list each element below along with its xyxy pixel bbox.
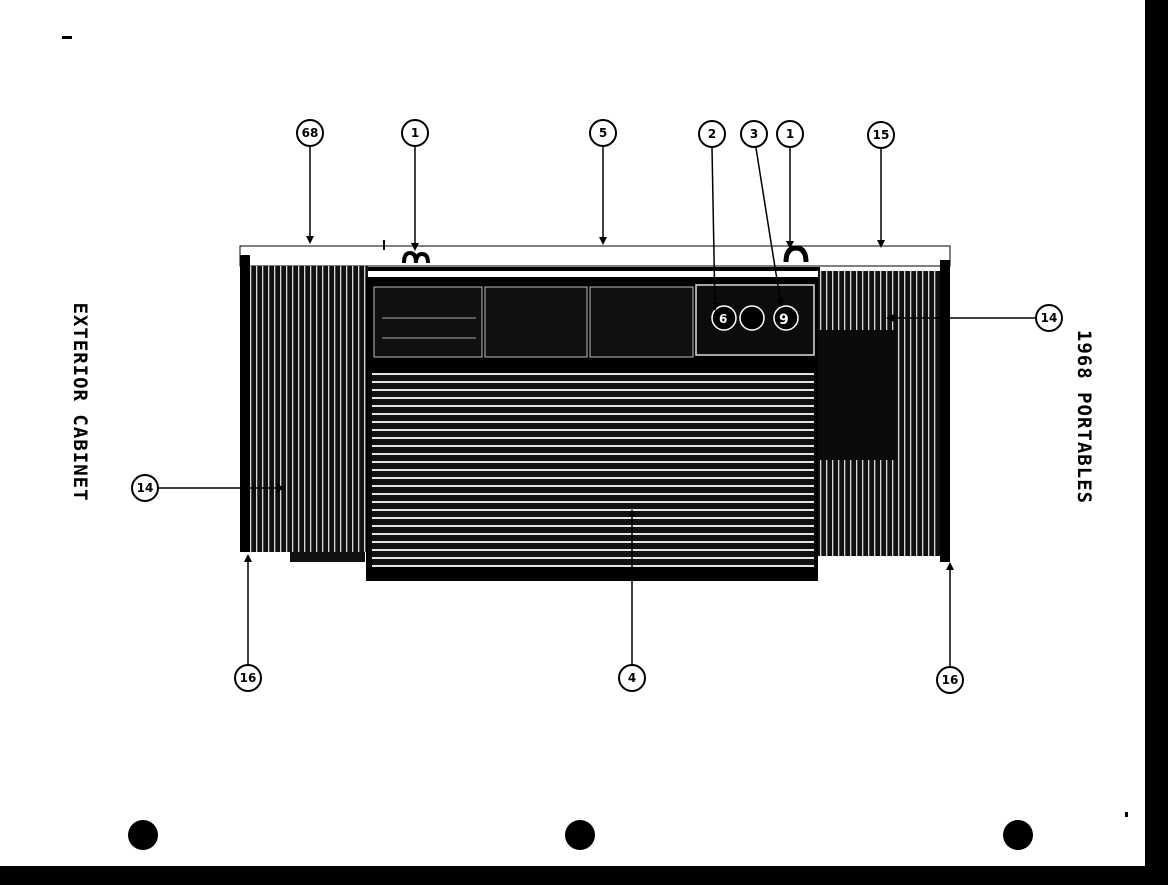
knob-mark: 6 — [719, 312, 727, 326]
control-knob-right — [773, 305, 799, 331]
grille-bottom-band — [372, 567, 818, 579]
callout-14-right: 14 — [1035, 304, 1063, 332]
right-panel-flange — [940, 260, 950, 562]
leader-lines — [159, 147, 1035, 666]
callout-label: 3 — [750, 127, 758, 141]
left-panel-step — [290, 552, 365, 562]
callout-14-left: 14 — [131, 474, 159, 502]
leader-2 — [710, 147, 719, 311]
upper-panel-middle — [484, 286, 588, 358]
callout-label: 1 — [411, 126, 419, 140]
binder-hole-left — [128, 820, 158, 850]
front-grille — [372, 373, 814, 567]
drawing-sheet: EXTERIOR CABINET 1968 PORTABLES — [0, 0, 1145, 866]
callout-label: 4 — [628, 671, 636, 685]
callout-16-right: 16 — [936, 666, 964, 694]
cabinet-diagram: 6 9 68 1 — [131, 119, 1063, 694]
left-panel-flange — [240, 255, 250, 552]
callout-1-left: 1 — [401, 119, 429, 147]
handle-left — [402, 250, 430, 264]
corner-dash — [62, 36, 72, 39]
callout-label: 16 — [942, 673, 959, 687]
left-louver-panel — [250, 266, 368, 552]
callout-5: 5 — [589, 119, 617, 147]
callout-label: 68 — [302, 126, 319, 140]
callout-4: 4 — [618, 664, 646, 692]
callout-label: 14 — [137, 481, 154, 495]
callout-label: 5 — [599, 126, 607, 140]
callout-68: 68 — [296, 119, 324, 147]
upper-panel-left — [373, 286, 483, 358]
callout-label: 15 — [873, 128, 890, 142]
callout-label: 2 — [708, 127, 716, 141]
callout-16-left: 16 — [234, 664, 262, 692]
handle-right — [783, 245, 809, 263]
cabinet-top-edge — [239, 245, 951, 267]
callout-label: 14 — [1041, 311, 1058, 325]
leader-3 — [755, 147, 785, 307]
callout-label: 1 — [786, 127, 794, 141]
edge-tick — [1125, 812, 1128, 817]
callout-15: 15 — [867, 121, 895, 149]
callout-3: 3 — [740, 120, 768, 148]
control-knob-left — [711, 305, 737, 331]
binder-hole-center — [565, 820, 595, 850]
upper-panel-right — [589, 286, 694, 358]
callout-label: 16 — [240, 671, 257, 685]
callout-1-right: 1 — [776, 120, 804, 148]
knob-mark: 9 — [779, 312, 789, 328]
right-panel-dark-zone — [818, 330, 896, 460]
control-knob-middle — [739, 305, 765, 331]
callout-2: 2 — [698, 120, 726, 148]
binder-hole-right — [1003, 820, 1033, 850]
